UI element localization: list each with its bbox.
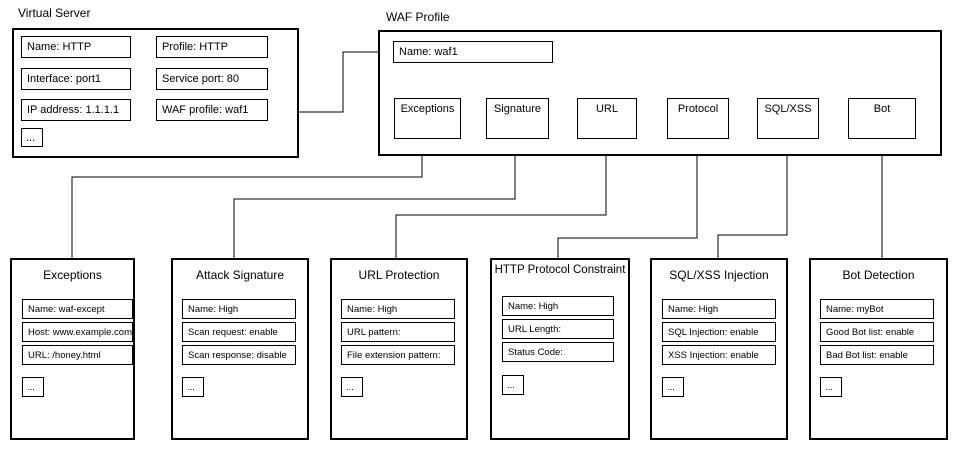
http-protocol-status-code-field: Status Code: <box>502 342 614 362</box>
waf-category-exceptions: Exceptions <box>394 98 461 139</box>
vs-interface-field: Interface: port1 <box>21 68 131 90</box>
url-protection-name-field: Name: High <box>341 299 455 319</box>
panel-title: Attack Signature <box>195 268 285 282</box>
vs-service-port-field: Service port: 80 <box>156 68 268 90</box>
vs-more-field: ... <box>21 128 43 147</box>
link-exceptions <box>71 139 423 258</box>
sqlxss-xss-injection-field: XSS Injection: enable <box>662 345 776 365</box>
panel-title: URL Protection <box>358 268 440 282</box>
link-sqlxss <box>717 139 788 258</box>
vs-name-field: Name: HTTP <box>21 36 131 58</box>
url-protection-file-extension-field: File extension pattern: <box>341 345 455 365</box>
waf-category-sqlxss: SQL/XSS <box>757 98 819 139</box>
waf-category-url: URL <box>577 98 637 139</box>
exceptions-name-field: Name: waf-except <box>22 299 133 319</box>
virtual-server-title: Virtual Server <box>18 6 91 20</box>
waf-profile-title: WAF Profile <box>386 10 450 24</box>
exceptions-host-field: Host: www.example.com <box>22 322 133 342</box>
vs-profile-field: Profile: HTTP <box>156 36 268 58</box>
link-vs-to-waf <box>268 51 393 113</box>
attack-signature-more-field: ... <box>182 377 204 397</box>
attack-signature-scan-response-field: Scan response: disable <box>182 345 296 365</box>
sqlxss-sql-injection-field: SQL Injection: enable <box>662 322 776 342</box>
bot-detection-good-bot-field: Good Bot list: enable <box>820 322 934 342</box>
exceptions-more-field: ... <box>22 377 44 397</box>
waf-name-field: Name: waf1 <box>393 41 553 63</box>
waf-category-protocol: Protocol <box>667 98 729 139</box>
vs-ip-address-field: IP address: 1.1.1.1 <box>21 99 131 121</box>
panel-title: Exceptions <box>43 268 102 282</box>
panel-title: HTTP Protocol Constraint <box>494 264 626 276</box>
sqlxss-name-field: Name: High <box>662 299 776 319</box>
http-protocol-name-field: Name: High <box>502 296 614 316</box>
bot-detection-more-field: ... <box>820 377 842 397</box>
url-protection-url-pattern-field: URL pattern: <box>341 322 455 342</box>
exceptions-url-field: URL: /honey.html <box>22 345 133 365</box>
http-protocol-more-field: ... <box>502 375 524 395</box>
bot-detection-bad-bot-field: Bad Bot list: enable <box>820 345 934 365</box>
url-protection-more-field: ... <box>341 377 363 397</box>
attack-signature-scan-request-field: Scan request: enable <box>182 322 296 342</box>
waf-category-bot: Bot <box>848 98 916 139</box>
panel-title: SQL/XSS Injection <box>669 268 769 282</box>
link-url <box>395 139 607 258</box>
bot-detection-name-field: Name: myBot <box>820 299 934 319</box>
waf-category-signature: Signature <box>486 98 549 139</box>
link-protocol <box>557 139 698 258</box>
vs-waf-profile-field: WAF profile: waf1 <box>156 99 268 121</box>
sqlxss-more-field: ... <box>662 377 684 397</box>
http-protocol-url-length-field: URL Length: <box>502 319 614 339</box>
panel-title: Bot Detection <box>842 268 915 282</box>
attack-signature-name-field: Name: High <box>182 299 296 319</box>
link-signature <box>233 139 516 258</box>
